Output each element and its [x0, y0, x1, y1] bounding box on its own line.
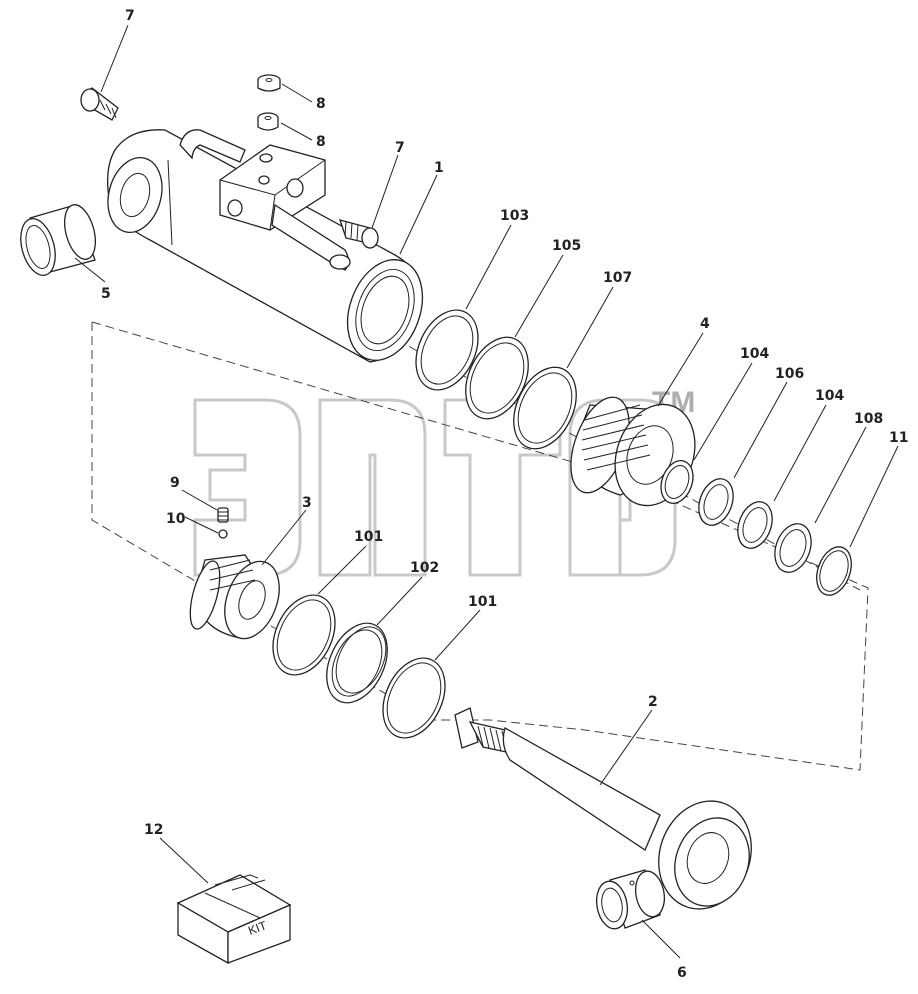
callout-2: 2 [648, 694, 658, 710]
part-102-wear-ring [326, 622, 388, 704]
part-9-set-screw [217, 507, 229, 523]
callout-8-upper: 8 [316, 96, 326, 112]
leader-lines [74, 24, 899, 959]
callout-9: 9 [170, 475, 180, 491]
callout-1: 1 [434, 160, 444, 176]
callout-101-a: 101 [354, 529, 383, 545]
part-8-plug-lower [257, 112, 279, 131]
callout-105: 105 [552, 238, 581, 254]
callout-106: 106 [775, 366, 804, 382]
callout-4: 4 [700, 316, 710, 332]
part-10-steel-ball [218, 529, 228, 539]
callout-8-lower: 8 [316, 134, 326, 150]
part-108-ring [774, 523, 812, 573]
part-3-piston [189, 554, 280, 640]
part-103-seal-ring [415, 309, 479, 391]
part-7-fitting-side [339, 219, 379, 249]
callout-12: 12 [144, 822, 163, 838]
part-104-ring-a [660, 460, 694, 504]
callout-103: 103 [500, 208, 529, 224]
part-101-piston-seal-a [272, 594, 336, 676]
part-104-ring-b [737, 501, 773, 549]
part-101-piston-seal-b [382, 657, 446, 739]
callout-6: 6 [677, 965, 687, 981]
part-107-seal-ring [513, 366, 577, 450]
part-1-cylinder-barrel [107, 129, 424, 363]
part-6-rod-bushing [596, 869, 666, 930]
part-2-piston-rod [454, 707, 752, 910]
kit-box-label: KIT [246, 918, 269, 938]
callout-108: 108 [854, 411, 883, 427]
callout-107: 107 [603, 270, 632, 286]
callout-104-b: 104 [815, 388, 844, 404]
callout-11: 11 [889, 430, 908, 446]
callout-102: 102 [410, 560, 439, 576]
callout-7-side: 7 [395, 140, 405, 156]
callout-3: 3 [302, 495, 312, 511]
callout-10: 10 [166, 511, 186, 527]
callout-101-b: 101 [468, 594, 497, 610]
part-5-bushing [20, 204, 96, 276]
callout-7-top: 7 [125, 8, 135, 24]
part-12-seal-kit-box: KIT [176, 874, 292, 965]
part-8-plug-upper [257, 74, 281, 92]
part-7-fitting-top [80, 87, 119, 121]
callout-5: 5 [101, 286, 111, 302]
callout-104-a: 104 [740, 346, 769, 362]
callout-labels: 7 8 8 7 1 103 105 107 4 104 106 104 108 … [101, 8, 908, 981]
part-11-wiper-ring [816, 546, 852, 596]
part-106-ring [698, 478, 734, 526]
